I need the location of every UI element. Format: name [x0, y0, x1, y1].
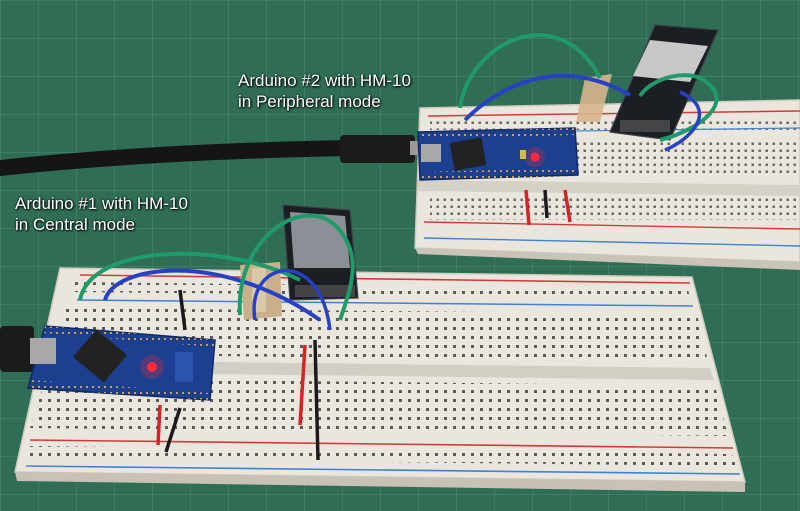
wire-black-front-1: [178, 289, 187, 331]
caption-arduino-1-line1: Arduino #1 with HM-10: [15, 194, 188, 213]
wire-green-front-2: [237, 213, 355, 321]
wire-blue-front-2: [252, 268, 332, 331]
wire-blue-front: [103, 268, 322, 322]
usb-cable-rear: [0, 140, 358, 176]
arduino-2-led: [530, 152, 540, 162]
arduino-1-chip: [73, 329, 127, 383]
wire-red-rear-2: [563, 189, 572, 223]
wire-black-front-3: [164, 407, 182, 453]
breadboard-front: [14, 267, 746, 492]
wire-black-front-2: [313, 339, 320, 461]
wire-green-rear-2: [638, 73, 719, 142]
breadboard-rear: [414, 99, 800, 270]
wire-black-rear: [543, 189, 549, 219]
caption-arduino-2-line1: Arduino #2 with HM-10: [238, 71, 411, 90]
wire-blue-rear-2: [664, 90, 702, 152]
arduino-2-mini-usb: [421, 144, 441, 162]
wire-blue-rear: [463, 73, 631, 122]
wire-red-rear: [524, 189, 531, 226]
wire-red-front-1: [298, 344, 307, 426]
wire-green-front: [78, 251, 301, 301]
arduino-1-board: [27, 325, 216, 401]
caption-arduino-1-line2: in Central mode: [15, 215, 136, 234]
usb-plug-rear: [340, 135, 415, 163]
usb-plug-front: [0, 326, 34, 372]
wire-green-rear: [458, 33, 602, 109]
arduino-1-led: [147, 362, 157, 372]
caption-arduino-2: Arduino #2 with HM-10 in Peripheral mode: [238, 70, 411, 112]
arduino-1-mini-usb: [30, 338, 56, 364]
hm10-module-2: [576, 24, 719, 141]
arduino-2-board: [417, 127, 579, 181]
caption-arduino-1: Arduino #1 with HM-10 in Central mode: [15, 193, 188, 235]
wire-red-front-2: [156, 404, 162, 446]
arduino-2-chip: [449, 137, 487, 171]
caption-arduino-2-line2: in Peripheral mode: [238, 92, 381, 111]
